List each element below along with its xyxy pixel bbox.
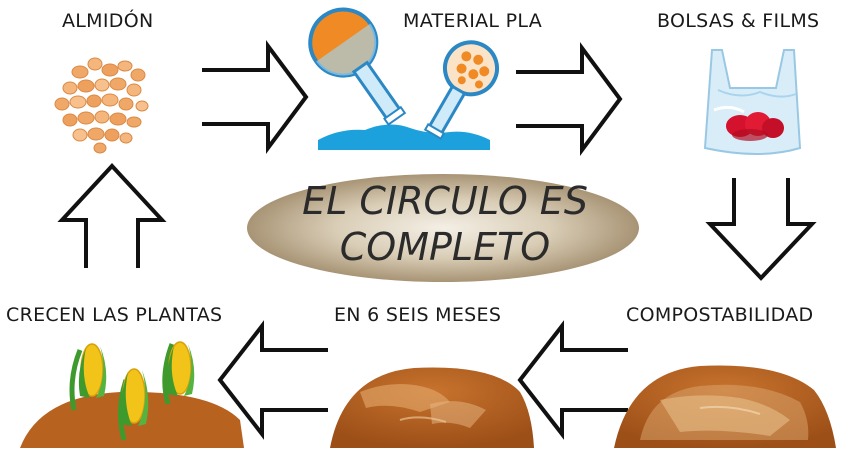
arrow-right-2 [516,41,623,157]
corn-field-icon [20,341,244,448]
center-caption-line2: COMPLETO [339,225,551,269]
label-compostabilidad: COMPOSTABILIDAD [626,304,814,326]
center-ellipse [247,174,639,282]
pla-flasks-icon [308,7,499,150]
center-caption-line1: EL CIRCULO ES [302,179,588,223]
label-material-pla: MATERIAL PLA [403,10,543,32]
label-plants-grow: CRECEN LAS PLANTAS [6,304,223,326]
arrow-down [705,178,817,281]
label-bolsas-films: BOLSAS & FILMS [657,10,820,32]
label-almidon: ALMIDÓN [62,10,154,32]
arrow-up [57,163,167,268]
arrow-left-2 [217,320,328,440]
starch-granules-icon [54,57,149,154]
label-six-months: EN 6 SEIS MESES [334,304,502,326]
center-caption: EL CIRCULO ES COMPLETO [250,178,640,270]
arrow-left-1 [517,320,628,440]
compost-mound-icon [614,365,836,448]
plastic-bag-icon [703,49,802,155]
arrow-right-1 [202,39,309,155]
decomposed-mound-icon [330,367,534,448]
